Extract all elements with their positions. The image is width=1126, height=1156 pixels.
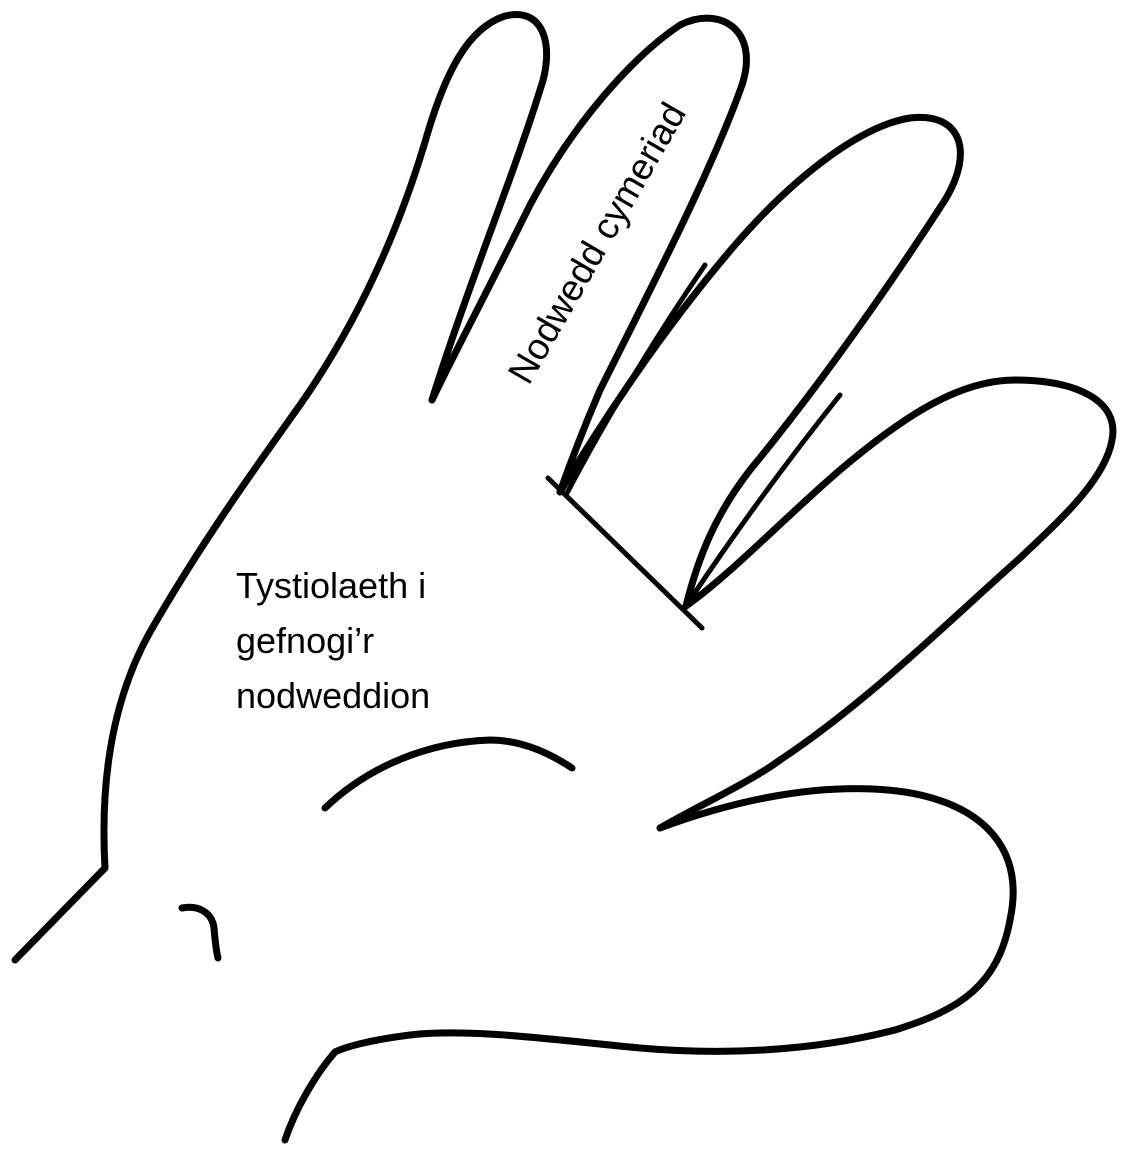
finger-4-outline (660, 380, 1113, 828)
finger-base-line (548, 478, 702, 628)
palm-small-mark (182, 907, 218, 958)
wrist-outline (285, 1052, 335, 1140)
palm-label: Tystiolaeth i gefnogi’r nodweddion (236, 558, 516, 723)
palm-label-line-1: Tystiolaeth i (236, 558, 516, 613)
hand-outline-left (15, 15, 547, 960)
palm-label-line-3: nodweddion (236, 668, 516, 723)
thumb-outline (335, 789, 1013, 1052)
palm-crease (325, 740, 572, 808)
palm-label-line-2: gefnogi’r (236, 613, 516, 668)
finger-inner-line-2 (690, 395, 840, 600)
